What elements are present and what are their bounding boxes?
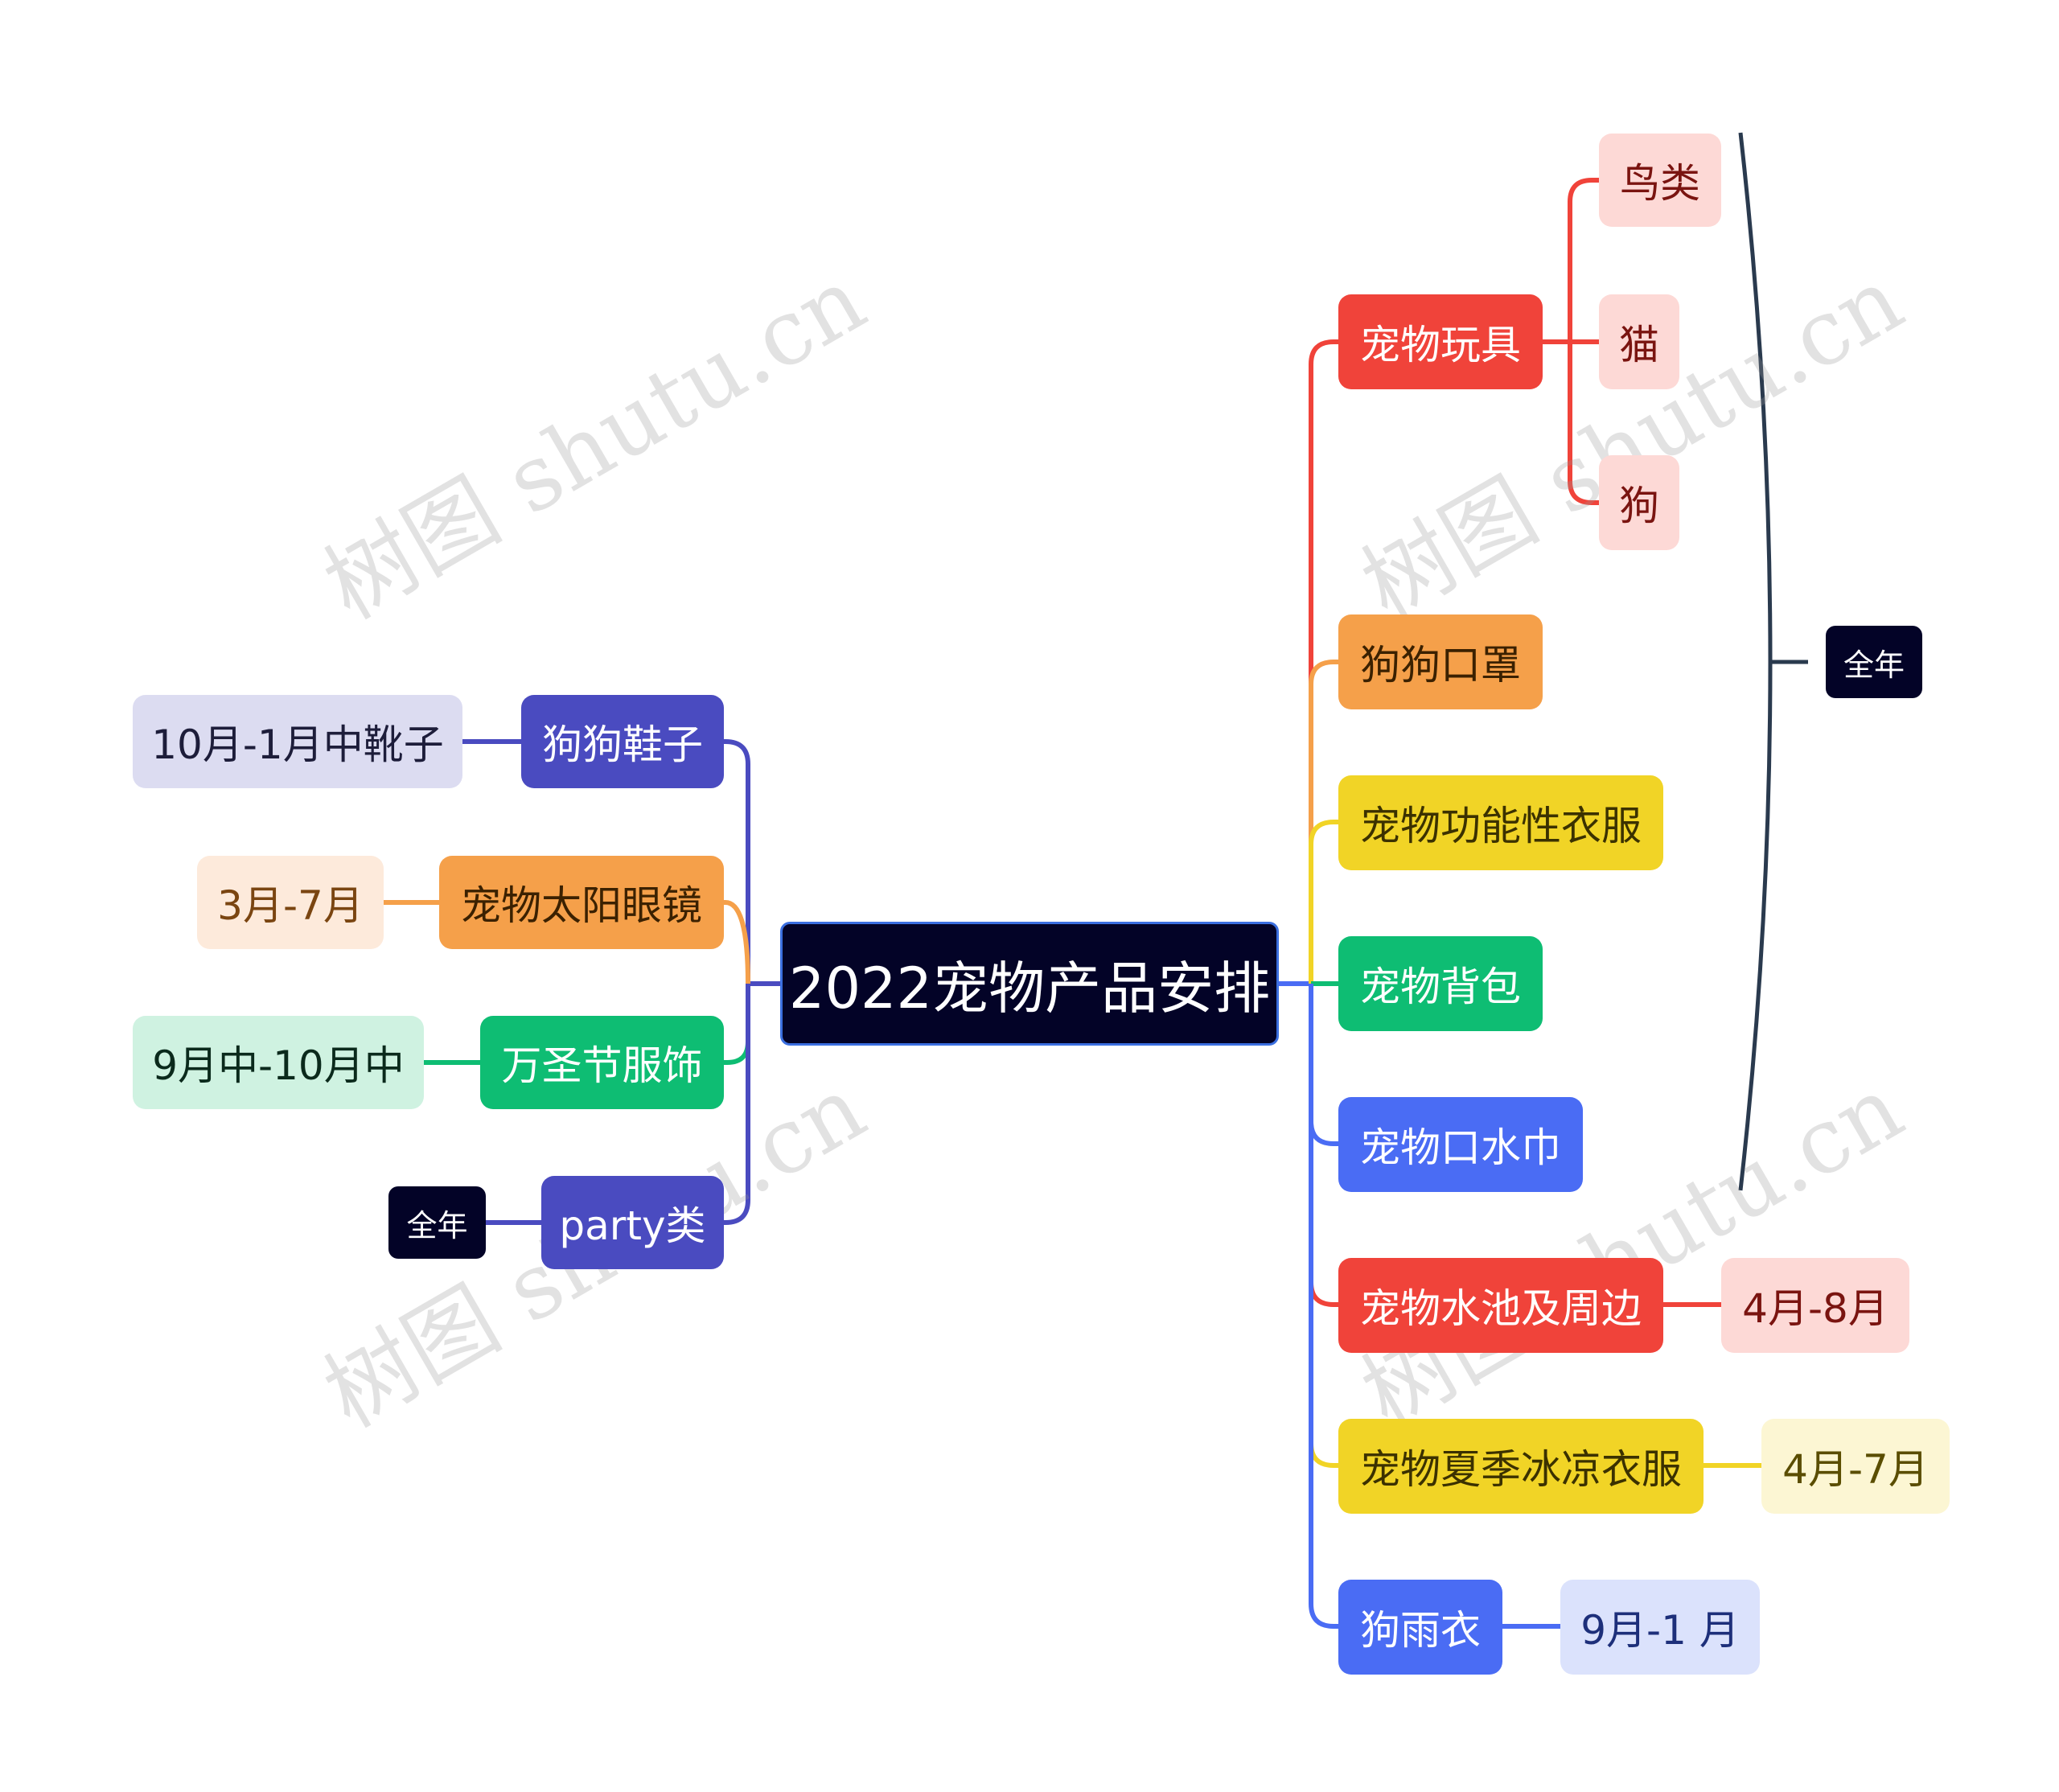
link-bib bbox=[1309, 984, 1338, 1146]
node-toy-bird[interactable]: 鸟类 bbox=[1599, 134, 1721, 227]
note-sunglasses[interactable]: 3月-7月 bbox=[197, 856, 384, 949]
node-toy-cat[interactable]: 猫 bbox=[1599, 294, 1679, 389]
note-pool[interactable]: 4月-8月 bbox=[1721, 1258, 1909, 1353]
summary-bracket bbox=[1738, 132, 1773, 1191]
note-raincoat[interactable]: 9月-1 月 bbox=[1560, 1580, 1760, 1675]
link-toy-dog bbox=[1568, 342, 1599, 505]
root-node[interactable]: 2022宠物产品安排 bbox=[780, 922, 1279, 1046]
summary-label[interactable]: 全年 bbox=[1826, 626, 1922, 698]
link-functional bbox=[1309, 820, 1338, 984]
note-halloween[interactable]: 9月中-10月中 bbox=[133, 1016, 424, 1109]
link-halloween bbox=[724, 984, 750, 1065]
link-sunglasses bbox=[724, 900, 750, 984]
node-halloween[interactable]: 万圣节服饰 bbox=[480, 1016, 724, 1109]
link-party bbox=[724, 984, 750, 1225]
node-backpack[interactable]: 宠物背包 bbox=[1338, 936, 1543, 1031]
link-raincoat bbox=[1309, 984, 1338, 1629]
note-summer[interactable]: 4月-7月 bbox=[1761, 1419, 1950, 1514]
node-pool[interactable]: 宠物水池及周边 bbox=[1338, 1258, 1663, 1353]
node-party[interactable]: party类 bbox=[541, 1176, 724, 1269]
node-summer[interactable]: 宠物夏季冰凉衣服 bbox=[1338, 1419, 1704, 1514]
node-bib[interactable]: 宠物口水巾 bbox=[1338, 1097, 1583, 1192]
note-dog-shoes[interactable]: 10月-1月中靴子 bbox=[133, 695, 462, 788]
note-party[interactable]: 全年 bbox=[388, 1186, 486, 1259]
node-dog-shoes[interactable]: 狗狗鞋子 bbox=[521, 695, 724, 788]
link-mask bbox=[1309, 660, 1338, 984]
node-sunglasses[interactable]: 宠物太阳眼镜 bbox=[439, 856, 724, 949]
link-toy-bird bbox=[1568, 178, 1599, 342]
node-toy-dog[interactable]: 狗 bbox=[1599, 455, 1679, 550]
node-functional[interactable]: 宠物功能性衣服 bbox=[1338, 775, 1663, 870]
node-toys[interactable]: 宠物玩具 bbox=[1338, 294, 1543, 389]
link-dog-shoes bbox=[724, 739, 750, 984]
link-summer bbox=[1309, 984, 1338, 1468]
node-raincoat[interactable]: 狗雨衣 bbox=[1338, 1580, 1502, 1675]
node-mask[interactable]: 狗狗口罩 bbox=[1338, 614, 1543, 709]
link-toys bbox=[1309, 339, 1338, 984]
